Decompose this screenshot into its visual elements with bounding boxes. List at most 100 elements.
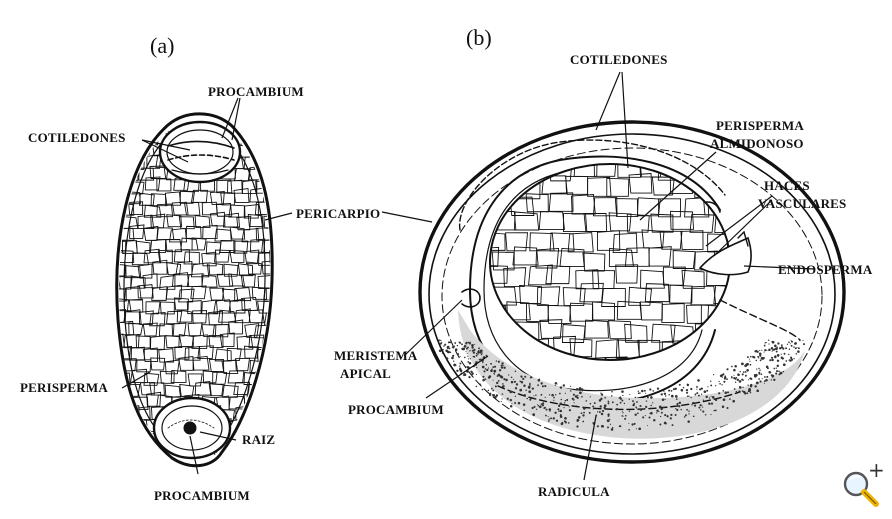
stipple-dot: [785, 347, 787, 349]
stipple-dot: [572, 405, 574, 407]
stipple-dot: [523, 394, 526, 397]
cell: [271, 323, 285, 335]
stipple-dot: [499, 369, 501, 371]
stipple-dot: [549, 394, 550, 395]
stipple-dot: [766, 350, 767, 351]
stipple-dot: [476, 367, 477, 368]
stipple-dot: [647, 425, 648, 426]
cell: [108, 360, 123, 374]
stipple-dot: [609, 419, 610, 420]
cell: [116, 470, 132, 482]
cell: [122, 241, 137, 254]
stipple-dot: [464, 345, 467, 348]
stipple-dot: [791, 358, 793, 360]
stipple-dot: [553, 417, 555, 419]
stipple-dot: [745, 375, 747, 377]
stipple-dot: [526, 398, 528, 400]
stipple-dot: [543, 400, 544, 401]
stipple-dot: [489, 375, 492, 378]
stipple-dot: [686, 392, 688, 394]
cell: [95, 361, 109, 373]
stipple-dot: [660, 408, 662, 410]
stipple-dot: [573, 394, 575, 396]
cell: [273, 398, 287, 410]
stipple-dot: [616, 408, 618, 410]
stipple-dot: [460, 356, 461, 357]
stipple-dot: [482, 379, 485, 382]
stipple-dot: [662, 398, 665, 401]
stipple-dot: [451, 357, 454, 360]
cell: [110, 144, 126, 157]
cell: [193, 311, 207, 323]
cell: [130, 225, 144, 239]
stipple-dot: [638, 391, 639, 392]
cell: [720, 322, 743, 340]
stipple-dot: [511, 403, 512, 404]
zoom-button[interactable]: +: [838, 464, 886, 508]
stipple-dot: [469, 362, 472, 365]
stipple-dot: [534, 398, 536, 400]
stipple-dot: [490, 363, 492, 365]
stipple-dot: [742, 390, 744, 392]
stipple-dot: [495, 385, 497, 387]
stipple-dot: [486, 364, 488, 366]
stipple-dot: [657, 387, 659, 389]
stipple-dot: [754, 350, 756, 352]
stipple-dot: [489, 394, 491, 396]
stipple-dot: [668, 390, 670, 392]
stipple-dot: [482, 366, 485, 369]
stipple-dot: [594, 402, 596, 404]
stipple-dot: [474, 344, 475, 345]
stipple-dot: [746, 392, 748, 394]
stipple-dot: [629, 399, 630, 400]
stipple-dot: [796, 353, 798, 355]
stipple-dot: [790, 357, 792, 359]
stipple-dot: [661, 393, 663, 395]
cell: [147, 467, 161, 479]
stipple-dot: [775, 347, 778, 350]
stipple-dot: [664, 393, 666, 395]
stipple-dot: [612, 401, 614, 403]
stipple-dot: [748, 379, 749, 380]
stipple-dot: [473, 356, 475, 358]
stipple-dot: [533, 395, 534, 396]
stipple-dot: [550, 417, 552, 419]
stipple-dot: [467, 342, 469, 344]
stipple-dot: [650, 408, 651, 409]
stipple-dot: [492, 366, 494, 368]
label-a-pericarpio: PERICARPIO: [296, 206, 380, 221]
stipple-dot: [783, 358, 784, 359]
stipple-dot: [511, 381, 514, 384]
stipple-dot: [756, 351, 758, 353]
stipple-dot: [629, 394, 630, 395]
cell: [275, 286, 291, 298]
stipple-dot: [745, 371, 746, 372]
stipple-dot: [554, 412, 556, 414]
stipple-dot: [621, 390, 624, 393]
stipple-dot: [635, 397, 636, 398]
cell: [279, 408, 293, 420]
stipple-dot: [469, 350, 470, 351]
cell: [136, 241, 150, 253]
stipple-dot: [742, 379, 744, 381]
stipple-dot: [700, 404, 702, 406]
cell: [140, 382, 154, 394]
label-b-perisperma-line1: PERISPERMA: [716, 118, 804, 133]
stipple-dot: [438, 339, 440, 341]
stipple-dot: [733, 369, 736, 372]
stipple-dot: [660, 416, 661, 417]
stipple-dot: [756, 368, 757, 369]
stipple-dot: [537, 384, 539, 386]
stipple-dot: [629, 410, 630, 411]
stipple-dot: [600, 398, 602, 400]
stipple-dot: [611, 395, 613, 397]
stipple-dot: [688, 413, 689, 414]
cell: [175, 466, 189, 478]
cell: [96, 168, 112, 181]
stipple-dot: [747, 384, 748, 385]
stipple-dot: [582, 414, 584, 416]
stipple-dot: [485, 378, 487, 380]
stipple-dot: [764, 357, 765, 358]
stipple-dot: [663, 391, 664, 392]
stipple-dot: [581, 396, 583, 398]
